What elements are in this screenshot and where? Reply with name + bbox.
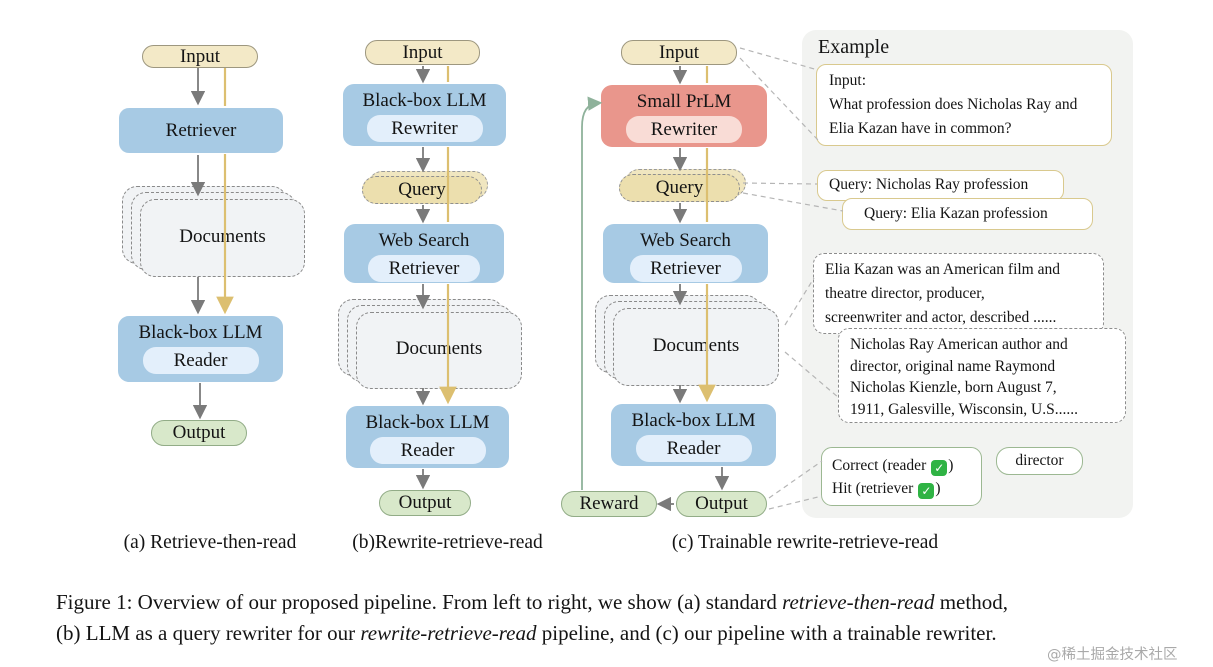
example-input-label: Input: — [829, 72, 867, 89]
caption-l1-italic: retrieve-then-read — [782, 590, 935, 614]
b-reader-node: Black-box LLM Reader — [346, 406, 509, 468]
example-doc2-line2: director, original name Raymond — [850, 357, 1056, 375]
check-icon: ✓ — [931, 460, 948, 476]
c-rewriter-node: Small PrLM Rewriter — [601, 85, 767, 147]
caption-l2-post: pipeline, and (c) our pipeline with a tr… — [536, 620, 997, 645]
example-doc1-line2: theatre director, producer, — [825, 285, 985, 302]
b-output-node: Output — [379, 490, 471, 516]
example-doc2-line4: 1911, Galesville, Wisconsin, U.S...... — [850, 400, 1078, 418]
example-input-line1: What profession does Nicholas Ray and — [829, 96, 1078, 113]
example-answer-bubble: director — [996, 447, 1083, 475]
c-retriever-node: Web Search Retriever — [603, 224, 768, 283]
c-input-node: Input — [621, 40, 737, 65]
check-icon: ✓ — [918, 483, 935, 499]
a-output-node: Output — [151, 420, 247, 446]
a-documents-stack: Documents — [100, 180, 320, 280]
b-reader-title: Black-box LLM — [365, 412, 490, 433]
b-panel-caption: (b)Rewrite-retrieve-read — [352, 532, 543, 553]
b-documents-node: Documents — [356, 312, 522, 389]
result-line1-close: ) — [948, 457, 954, 474]
result-line1-text: Correct (reader — [832, 457, 927, 474]
c-output-node: Output — [676, 491, 767, 517]
example-query2-bubble: Query: Elia Kazan profession — [842, 198, 1093, 230]
a-input-node: Input — [142, 45, 258, 68]
figure-caption: Figure 1: Overview of our proposed pipel… — [56, 587, 1186, 648]
example-input-bubble: Input: What profession does Nicholas Ray… — [816, 64, 1112, 146]
c-retriever-title: Web Search — [640, 230, 731, 251]
result-line2: Hit (retriever✓) — [832, 477, 971, 500]
example-doc1-line3: screenwriter and actor, described ...... — [825, 309, 1057, 326]
c-retriever-subnode: Retriever — [629, 255, 742, 282]
c-documents-stack: Documents — [577, 288, 797, 390]
result-line2-close: ) — [935, 480, 941, 497]
c-reward-node: Reward — [561, 491, 657, 517]
example-doc1-bubble: Elia Kazan was an American film and thea… — [813, 253, 1104, 334]
b-rewriter-title: Black-box LLM — [362, 90, 487, 111]
caption-l1-post: method, — [934, 590, 1008, 614]
b-retriever-node: Web Search Retriever — [344, 224, 504, 283]
a-panel-caption: (a) Retrieve-then-read — [123, 532, 297, 553]
figure-caption-line1: Figure 1: Overview of our proposed pipel… — [56, 587, 1186, 618]
caption-l1-pre: Figure 1: Overview of our proposed pipel… — [56, 590, 783, 614]
a-reader-title: Black-box LLM — [138, 322, 263, 343]
b-retriever-title: Web Search — [378, 230, 470, 251]
example-title: Example — [818, 36, 890, 58]
watermark: @稀土掘金技术社区 — [1047, 647, 1178, 663]
c-query-node: Query — [619, 174, 740, 202]
c-documents-node: Documents — [613, 308, 779, 386]
caption-l2-pre: (b) LLM as a query rewriter for our — [56, 620, 361, 645]
b-reader-subnode: Reader — [369, 437, 486, 464]
a-documents-node: Documents — [140, 199, 305, 277]
example-doc2-bubble: Nicholas Ray American author and directo… — [838, 328, 1126, 423]
b-query-node: Query — [362, 176, 482, 204]
c-rewriter-title: Small PrLM — [636, 91, 732, 112]
c-panel-caption: (c) Trainable rewrite-retrieve-read — [671, 532, 939, 553]
a-reader-node: Black-box LLM Reader — [118, 316, 283, 382]
example-input-line2: Elia Kazan have in common? — [829, 120, 1012, 137]
example-doc2-line1: Nicholas Ray American author and — [850, 336, 1068, 353]
example-doc1-line1: Elia Kazan was an American film and — [825, 261, 1060, 278]
a-retriever-node: Retriever — [119, 108, 283, 153]
c-reader-node: Black-box LLM Reader — [611, 404, 776, 466]
figure-caption-line2: (b) LLM as a query rewriter for our rewr… — [56, 618, 1186, 649]
a-reader-subnode: Reader — [142, 347, 259, 374]
b-rewriter-subnode: Rewriter — [366, 115, 483, 142]
result-line2-text: Hit (retriever — [832, 480, 914, 497]
example-result-bubble: Correct (reader✓) Hit (retriever✓) — [821, 447, 982, 506]
c-reader-subnode: Reader — [635, 435, 752, 462]
c-reader-title: Black-box LLM — [631, 410, 756, 431]
example-doc2-line3: Nicholas Kienzle, born August 7, — [850, 379, 1057, 396]
b-rewriter-node: Black-box LLM Rewriter — [343, 84, 506, 146]
result-line1: Correct (reader✓) — [832, 454, 971, 477]
b-documents-stack: Documents — [320, 292, 540, 394]
example-query1-bubble: Query: Nicholas Ray profession — [817, 170, 1064, 201]
b-retriever-subnode: Retriever — [368, 255, 480, 282]
b-input-node: Input — [365, 40, 480, 65]
c-rewriter-subnode: Rewriter — [626, 116, 742, 143]
caption-l2-italic: rewrite-retrieve-read — [360, 620, 537, 645]
